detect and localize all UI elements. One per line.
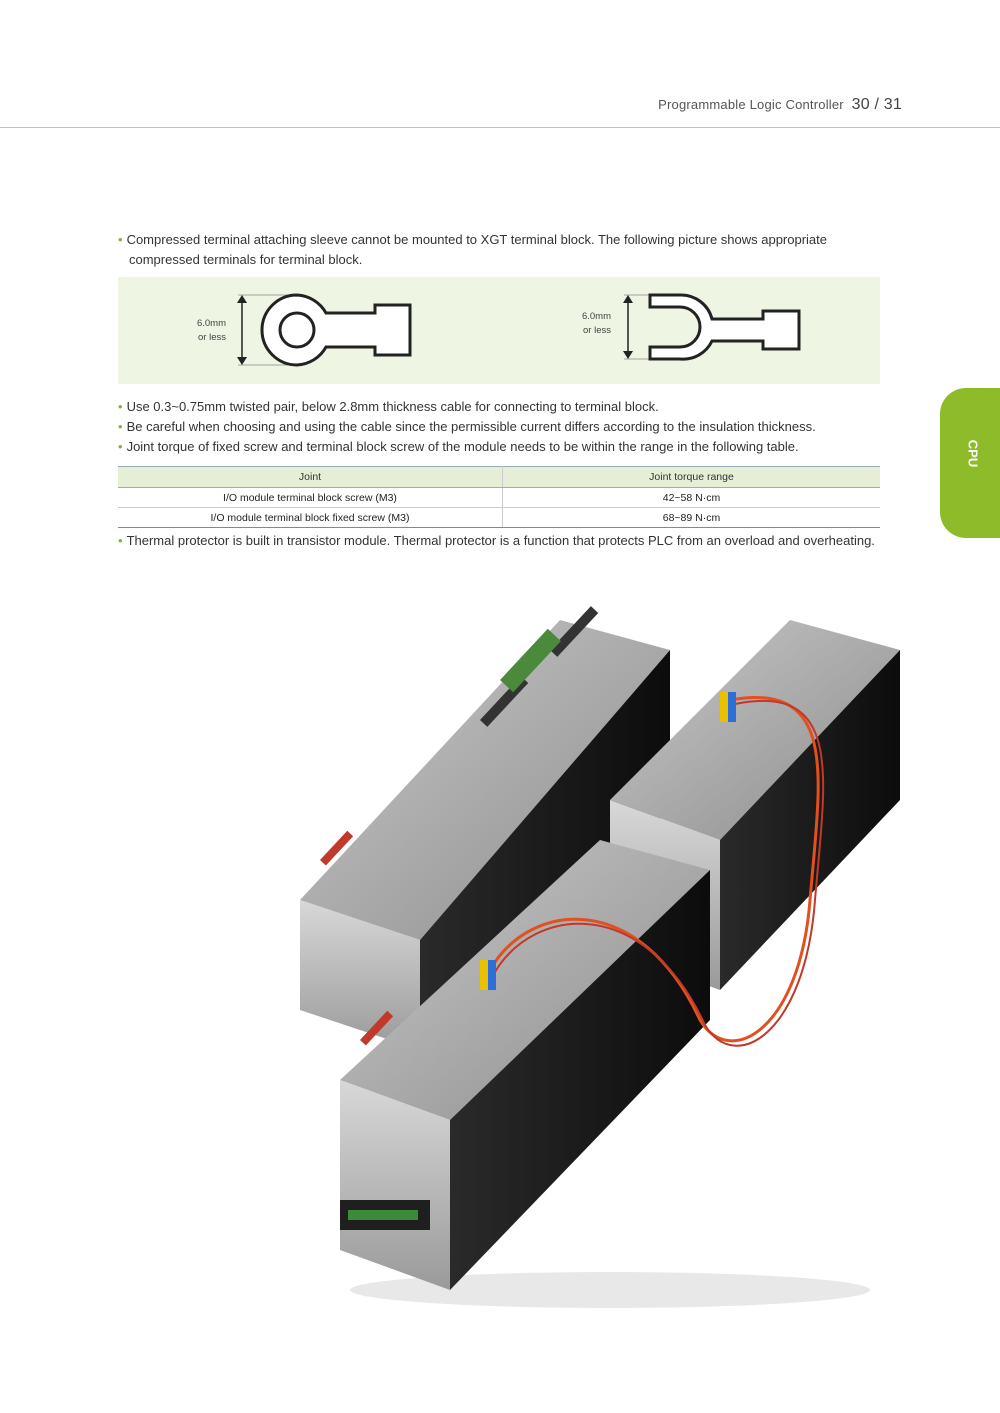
table-cell-joint: I/O module terminal block screw (M3): [118, 487, 503, 508]
plc-product-photo: [300, 606, 900, 1308]
bullet-item: •Joint torque of fixed screw and termina…: [118, 437, 799, 457]
bullet-dot-icon: •: [118, 232, 123, 247]
bullet-dot-icon: •: [118, 399, 123, 414]
bullet-item: •Compressed terminal attaching sleeve ca…: [118, 230, 827, 250]
rack-1-front: [300, 900, 420, 1050]
ring-dimension-qualifier: or less: [198, 332, 226, 343]
table-header-torque: Joint torque range: [502, 466, 880, 488]
fork-dimension-qualifier: or less: [583, 325, 611, 336]
terminal-figure: 6.0mm or less 6.0mm or less: [118, 277, 880, 384]
bullet-text: Compressed terminal attaching sleeve can…: [126, 232, 828, 247]
page-number: 30 / 31: [851, 96, 902, 113]
table-cell-torque: 68~89 N·cm: [502, 507, 880, 528]
table-cell-torque: 42~58 N·cm: [502, 487, 880, 508]
bullet-text: Thermal protector is built in transistor…: [126, 533, 875, 548]
table-header-row: Joint Joint torque range: [118, 466, 880, 488]
table-header-joint: Joint: [118, 466, 503, 488]
joint-torque-table: Joint Joint torque range I/O module term…: [118, 466, 880, 528]
bullet-text: compressed terminals for terminal block.: [129, 252, 363, 267]
section-tab-label: CPU: [965, 439, 981, 468]
bullet-text: Joint torque of fixed screw and terminal…: [126, 439, 799, 454]
table-row: I/O module terminal block screw (M3) 42~…: [118, 487, 880, 508]
bullet-item: •Use 0.3~0.75mm twisted pair, below 2.8m…: [118, 397, 659, 417]
ring-terminal-diagram: [237, 293, 412, 367]
bullet-item-continued: compressed terminals for terminal block.: [129, 250, 362, 270]
bullet-item: •Thermal protector is built in transisto…: [118, 531, 875, 551]
bullet-item: •Be careful when choosing and using the …: [118, 417, 816, 437]
bullet-dot-icon: •: [118, 439, 123, 454]
rack-3-top: [340, 840, 710, 1120]
rack-1-top: [300, 620, 670, 940]
header-divider: [0, 127, 1000, 128]
table-row: I/O module terminal block fixed screw (M…: [118, 507, 880, 528]
rack-2-side: [720, 650, 900, 990]
rack-3-front: [340, 1080, 450, 1290]
bullet-text: Use 0.3~0.75mm twisted pair, below 2.8mm…: [126, 399, 659, 414]
page-header: Programmable Logic Controller 30 / 31: [658, 96, 902, 114]
fork-dimension-label: 6.0mm or less: [573, 310, 611, 338]
fork-terminal-diagram: [623, 293, 801, 361]
ring-dimension-label: 6.0mm or less: [188, 317, 226, 345]
ring-dimension-value: 6.0mm: [196, 318, 226, 329]
rack-2-top: [610, 620, 900, 840]
document-title: Programmable Logic Controller: [658, 97, 844, 112]
rack-3-side: [450, 870, 710, 1290]
fork-dimension-value: 6.0mm: [581, 311, 611, 322]
section-tab[interactable]: [940, 388, 1000, 538]
bullet-dot-icon: •: [118, 419, 123, 434]
bullet-text: Be careful when choosing and using the c…: [126, 419, 816, 434]
table-cell-joint: I/O module terminal block fixed screw (M…: [118, 507, 503, 528]
bullet-dot-icon: •: [118, 533, 123, 548]
